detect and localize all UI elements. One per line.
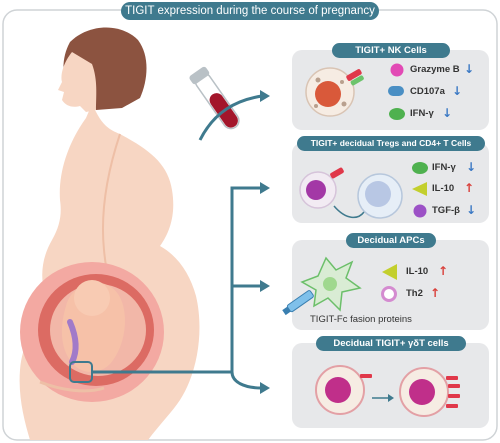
arrow-to-tregs (230, 186, 262, 286)
gdt-cell-after-icon (399, 367, 460, 417)
nk-item-label: Grazyme B (410, 64, 460, 75)
nk-cell-icon (305, 67, 364, 117)
placenta-cord (67, 319, 79, 365)
nk-item-label: IFN-γ (410, 108, 434, 119)
pink-ring-icon (381, 286, 397, 302)
green-blob-icon (389, 108, 405, 120)
cd4-t-cell-icon (357, 173, 403, 219)
treg-transition-arrow (333, 205, 365, 219)
apcs-item-arrow: ↑ (438, 264, 449, 278)
treg-cell-icon (299, 167, 344, 209)
gdt-arrow-head (388, 394, 394, 402)
tregs-item-arrow: ↑ (464, 181, 475, 195)
arrow-to-gdt (230, 371, 263, 390)
face-shape (58, 52, 97, 112)
tregs-item-label: TGF-β (432, 205, 460, 216)
panel-nk-title: TIGIT+ NK Cells (332, 43, 450, 58)
yellow-triangle-icon (382, 264, 397, 280)
yellow-triangle-icon (412, 182, 427, 196)
hand-line (39, 380, 105, 393)
arrow-heads (260, 90, 270, 394)
tregs-item-arrow: ↓ (466, 203, 477, 217)
tregs-item-label: IFN-γ (432, 162, 456, 173)
panel-gdt-title: Decidual TIGIT+ γδT cells (316, 336, 466, 351)
purple-sphere-icon (413, 204, 427, 218)
connector-arrows (92, 94, 263, 390)
blood-tube-icon (189, 66, 240, 130)
apcs-item-label: Th2 (406, 288, 423, 299)
arrow-to-apcs (92, 284, 262, 374)
panel-tregs-title: TIGIT+ decidual Tregs and CD4+ T Cells (297, 136, 485, 151)
panel-apcs-title: Decidual APCs (346, 233, 436, 248)
nk-item-label: CD107a (410, 86, 445, 97)
tregs-item-arrow: ↓ (466, 160, 477, 174)
fetus-head (74, 280, 110, 316)
nk-item-arrow: ↓ (442, 106, 453, 120)
page-title: TIGIT expression during the course of pr… (121, 2, 379, 20)
pregnant-woman-figure (19, 27, 200, 440)
green-blob-icon (412, 162, 428, 174)
tregs-item-label: IL-10 (432, 183, 455, 194)
tigit-fc-syringe-icon (282, 290, 314, 316)
apcs-item-arrow: ↑ (430, 286, 441, 300)
nk-item-arrow: ↓ (452, 84, 463, 98)
arrow-to-nk (198, 94, 263, 141)
pink-sphere-icon (390, 63, 404, 77)
gdt-cell-before-icon (315, 365, 372, 415)
apcs-caption: TIGIT-Fc fasion proteins (310, 314, 412, 325)
panel-apcs-bg (292, 240, 489, 330)
nk-item-arrow: ↓ (464, 62, 475, 76)
blue-capsule-icon (388, 86, 404, 96)
apcs-item-label: IL-10 (406, 266, 429, 277)
apc-dendritic-cell-icon (300, 256, 362, 312)
